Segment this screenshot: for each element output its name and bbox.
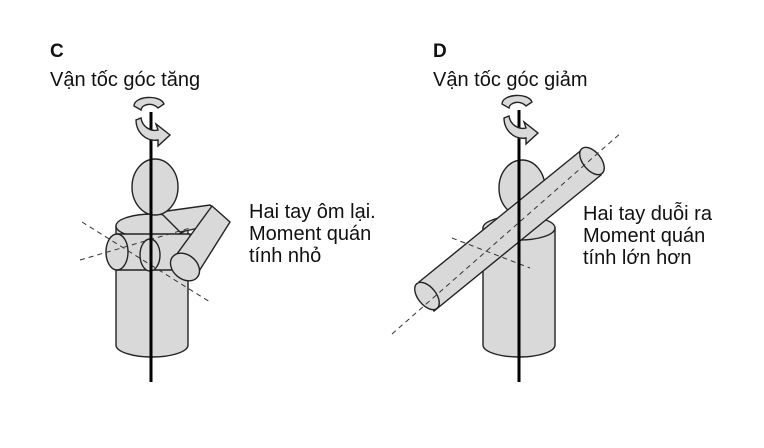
panel-c-note-line-3: tính nhỏ <box>249 245 322 267</box>
panel-d-letter: D <box>433 41 447 62</box>
arm-d-extended <box>414 146 605 313</box>
figure-c <box>79 96 231 382</box>
rotation-arrow-c-icon <box>133 96 172 148</box>
panel-c-note-line-1: Hai tay ôm lại. <box>249 201 376 223</box>
panel-d-note-line-3: tính lớn hơn <box>583 247 692 269</box>
panel-d-note-line-2: Moment quán <box>583 225 706 247</box>
panel-c-note-line-2: Moment quán <box>249 223 372 245</box>
dashed-axis-d-1 <box>391 131 623 335</box>
figure-d <box>391 94 623 382</box>
dashed-axis-c-2 <box>81 221 211 303</box>
panel-d-title: Vận tốc góc giảm <box>433 69 588 91</box>
head-c <box>131 158 179 216</box>
dashed-axis-c-1 <box>79 227 191 261</box>
panel-d-note-line-1: Hai tay duỗi ra <box>583 203 712 225</box>
dashed-axis-d-2 <box>451 237 531 269</box>
rotation-arrow-d-icon <box>501 94 540 146</box>
panel-c-letter: C <box>50 41 64 62</box>
panel-c-title: Vận tốc góc tăng <box>50 69 201 91</box>
arm-c-forearm <box>139 204 231 282</box>
